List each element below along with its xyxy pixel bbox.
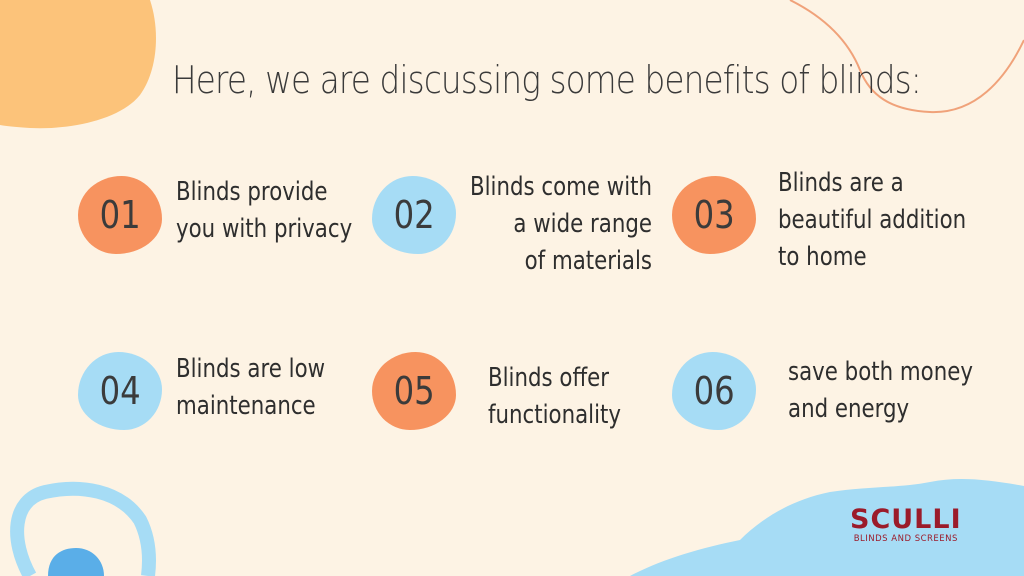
benefit-line: beautiful addition bbox=[778, 205, 967, 235]
benefit-line: and energy bbox=[788, 394, 910, 424]
benefit-number-badge: 06 bbox=[672, 352, 756, 430]
benefit-number: 06 bbox=[693, 369, 735, 413]
benefit-text: save both money and energy bbox=[788, 354, 973, 428]
benefit-text: Blinds come with a wide range of materia… bbox=[470, 169, 652, 280]
benefit-number: 01 bbox=[99, 193, 141, 237]
benefit-line: Blinds are a bbox=[778, 168, 904, 198]
benefit-number-badge: 02 bbox=[372, 176, 456, 254]
bottom-left-blue-ring bbox=[10, 481, 156, 576]
benefit-text: Blinds offer functionality bbox=[488, 360, 621, 434]
brand-logo: SCULLI BLINDS AND SCREENS bbox=[850, 504, 962, 545]
benefit-line: Blinds provide bbox=[176, 177, 328, 207]
benefit-line: Blinds are low bbox=[176, 354, 326, 384]
benefit-line: Blinds come with bbox=[469, 172, 652, 202]
benefit-line: Blinds offer bbox=[488, 363, 610, 393]
benefit-number: 04 bbox=[99, 369, 141, 413]
benefit-number-badge: 05 bbox=[372, 352, 456, 430]
benefit-line: functionality bbox=[488, 400, 621, 430]
benefit-text: Blinds are low maintenance bbox=[176, 351, 325, 425]
logo-wordmark: SCULLI bbox=[850, 504, 962, 535]
benefit-number-badge: 04 bbox=[78, 352, 162, 430]
benefit-text: Blinds are a beautiful addition to home bbox=[778, 165, 966, 276]
top-left-peach-blob bbox=[0, 0, 156, 129]
top-right-orange-curve bbox=[789, 0, 1024, 114]
benefit-line: to home bbox=[778, 242, 867, 272]
benefit-line: maintenance bbox=[176, 391, 316, 421]
logo-tagline: BLINDS AND SCREENS bbox=[853, 534, 958, 544]
benefit-line: save both money bbox=[788, 357, 973, 387]
bottom-right-blue-blob bbox=[630, 479, 1024, 576]
benefit-number-badge: 03 bbox=[672, 176, 756, 254]
benefit-number: 05 bbox=[393, 369, 435, 413]
benefit-number: 02 bbox=[393, 193, 435, 237]
benefit-text: Blinds provide you with privacy bbox=[176, 174, 352, 248]
benefit-line: of materials bbox=[524, 246, 652, 276]
benefit-number-badge: 01 bbox=[78, 176, 162, 254]
bottom-left-blue-dot bbox=[48, 548, 104, 576]
benefit-line: a wide range bbox=[513, 209, 652, 239]
page-title: Here, we are discussing some benefits of… bbox=[172, 58, 922, 102]
benefit-number: 03 bbox=[693, 193, 735, 237]
benefit-line: you with privacy bbox=[176, 214, 353, 244]
